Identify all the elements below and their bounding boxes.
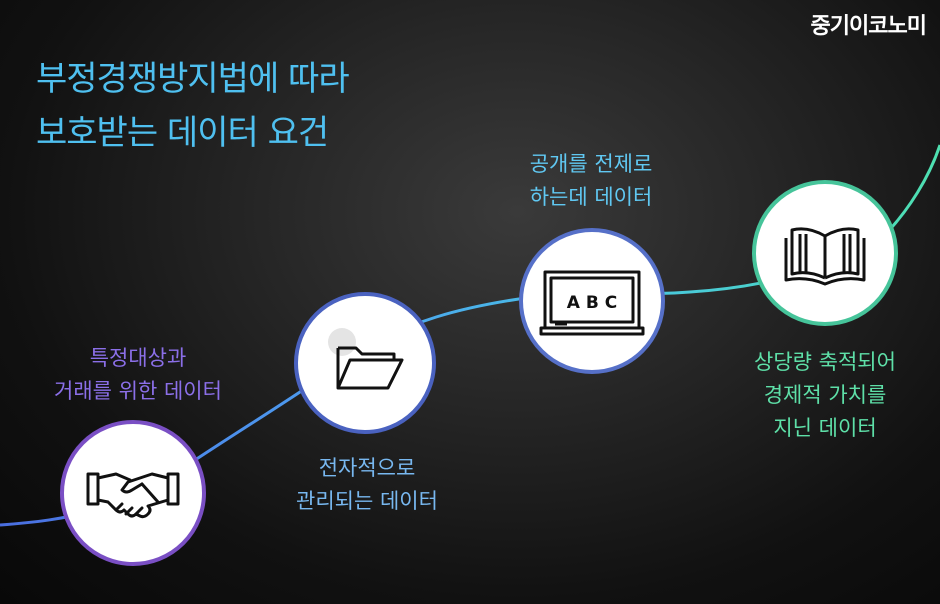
folder-icon: [328, 328, 404, 390]
step-label-1: 특정대상과 거래를 위한 데이터: [10, 342, 266, 408]
folder-node: [294, 292, 436, 434]
title-line-1: 부정경쟁방지법에 따라: [36, 59, 350, 99]
step-2-line-1: 전자적으로: [318, 456, 416, 480]
step-4-line-2: 경제적 가치를: [763, 383, 887, 407]
step-4-line-1: 상당량 축적되어: [754, 350, 896, 374]
step-2-line-2: 관리되는 데이터: [296, 489, 438, 513]
step-1-line-1: 특정대상과: [89, 346, 187, 370]
step-label-4: 상당량 축적되어 경제적 가치를 지닌 데이터: [716, 346, 934, 445]
step-label-2: 전자적으로 관리되는 데이터: [252, 452, 482, 518]
handshake-node: [60, 420, 206, 566]
book-node: [752, 180, 898, 326]
chalkboard-icon: A B C: [539, 270, 645, 336]
brand-logo: 중기이코노미: [810, 14, 927, 39]
step-3-line-1: 공개를 전제로: [529, 152, 653, 176]
step-1-line-2: 거래를 위한 데이터: [54, 379, 222, 403]
title-line-2: 보호받는 데이터 요건: [36, 113, 329, 153]
step-4-line-3: 지닌 데이터: [773, 416, 877, 440]
book-icon: [784, 227, 866, 286]
step-3-line-2: 하는데 데이터: [529, 185, 653, 209]
page-title: 부정경쟁방지법에 따라 보호받는 데이터 요건: [36, 52, 350, 160]
board-text: A B C: [567, 293, 617, 313]
chalkboard-node: A B C: [519, 228, 665, 374]
step-label-3: 공개를 전제로 하는데 데이터: [476, 148, 706, 214]
handshake-icon: [86, 472, 180, 519]
